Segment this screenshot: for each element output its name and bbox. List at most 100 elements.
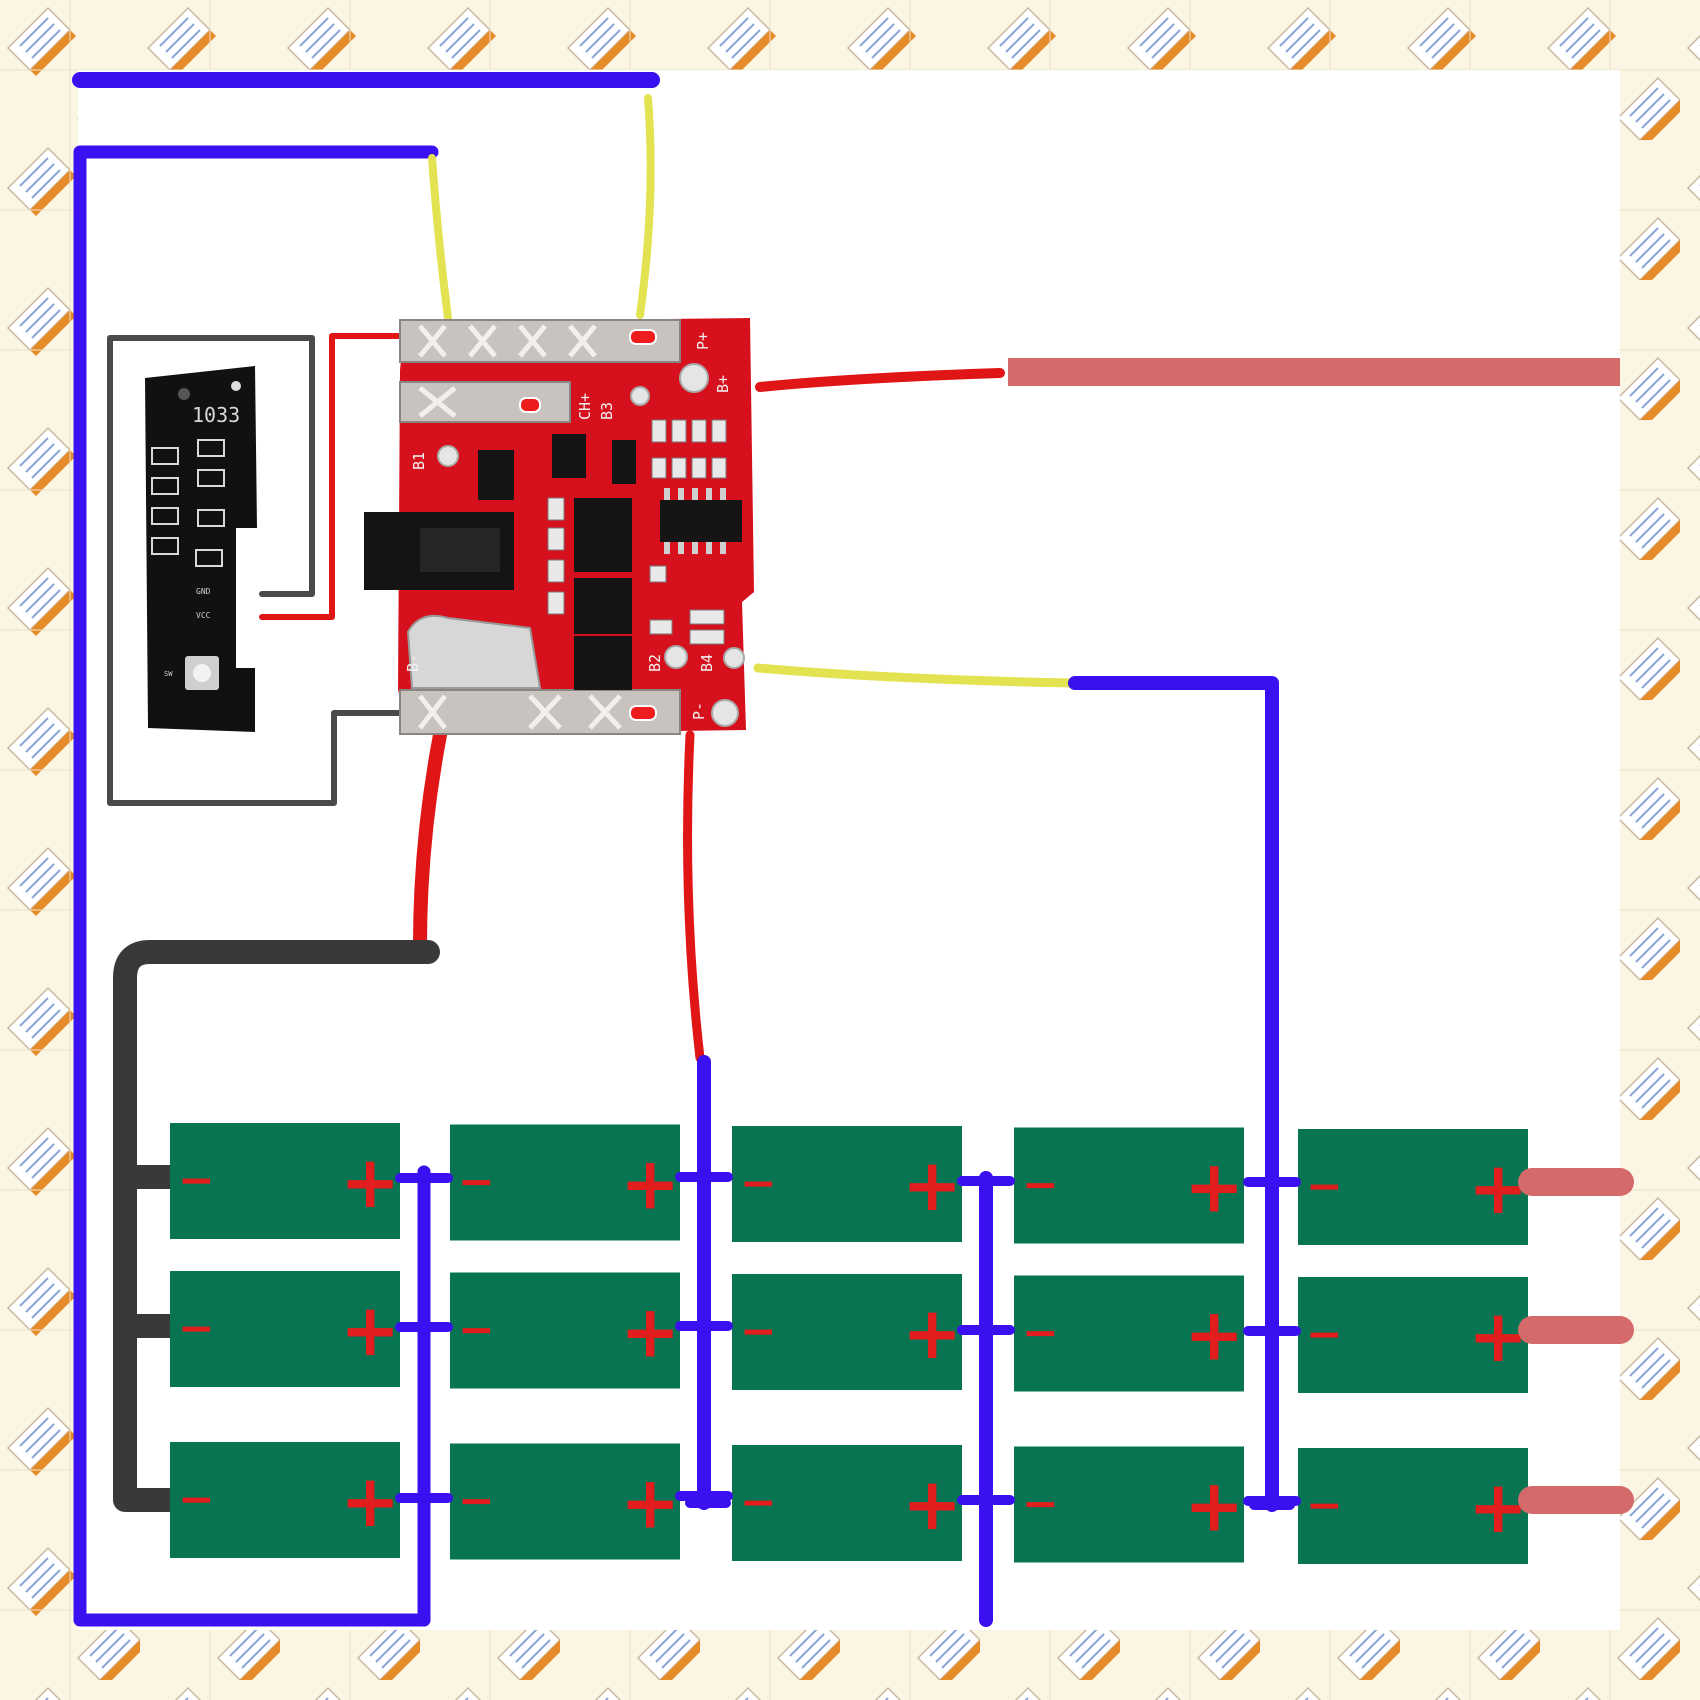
label-b3: B3 xyxy=(598,402,616,420)
cell-minus-mark: − xyxy=(458,1476,495,1527)
solder-pads xyxy=(437,363,745,727)
cell-minus-mark: − xyxy=(740,1477,777,1528)
cell-plus-mark: + xyxy=(902,1291,962,1375)
battery-cell: −+ xyxy=(1014,1127,1244,1244)
smd-components xyxy=(547,419,727,645)
cell-plus-mark: + xyxy=(902,1143,962,1227)
second-terminal xyxy=(399,381,571,423)
battery-cell-body xyxy=(170,1271,400,1387)
cell-minus-mark: − xyxy=(1022,1160,1059,1211)
red-wire-b-minus xyxy=(413,728,447,952)
cell-plus-mark: + xyxy=(1184,1145,1244,1229)
battery-cell-body xyxy=(450,1272,680,1389)
top-terminal-springs xyxy=(418,324,597,358)
label-b2: B2 xyxy=(646,654,664,672)
battery-cell-body xyxy=(450,1443,680,1560)
cell-plus-mark: + xyxy=(620,1290,680,1374)
cell-plus-mark: + xyxy=(1184,1464,1244,1548)
label-p-minus: P- xyxy=(690,702,708,720)
blue-bus-right xyxy=(1068,676,1279,1512)
cell-plus-mark: + xyxy=(902,1462,962,1546)
battery-cell: −+ xyxy=(1014,1275,1244,1392)
led-icon xyxy=(197,439,225,457)
battery-cell: −+ xyxy=(732,1445,962,1561)
black-bus xyxy=(113,940,440,1512)
battery-cell-body xyxy=(732,1274,962,1390)
diagram-canvas xyxy=(78,70,1620,1630)
bottom-terminal-springs xyxy=(418,694,622,730)
cell-plus-mark: + xyxy=(340,1288,400,1372)
cell-minus-mark: − xyxy=(178,1474,215,1525)
cell-minus-mark: − xyxy=(178,1155,215,1206)
label-b1: B1 xyxy=(410,452,428,470)
led-board-leds xyxy=(151,439,225,567)
battery-cell-body xyxy=(1298,1129,1528,1245)
led-icon xyxy=(197,469,225,487)
cell-minus-mark: − xyxy=(1306,1161,1343,1212)
wires xyxy=(72,72,1620,1627)
battery-cell: −+ xyxy=(450,1443,680,1560)
led-icon xyxy=(629,329,657,345)
cell-plus-mark: + xyxy=(1468,1294,1528,1378)
red-wire-led xyxy=(259,333,415,620)
cell-plus-mark: + xyxy=(340,1459,400,1543)
led-icon xyxy=(519,397,541,413)
cell-minus-mark: − xyxy=(458,1305,495,1356)
cell-minus-mark: − xyxy=(1306,1480,1343,1531)
battery-cell: −+ xyxy=(450,1272,680,1389)
led-icon xyxy=(151,507,179,525)
cell-plus-mark: + xyxy=(620,1461,680,1545)
mosfet-3 xyxy=(574,636,632,690)
battery-cell: −+ xyxy=(732,1274,962,1390)
battery-cell-body xyxy=(170,1442,400,1558)
led-indicator-board: 1033 GND VCC SW xyxy=(145,366,257,732)
cell-plus-mark: + xyxy=(340,1140,400,1224)
battery-cell-body xyxy=(1014,1275,1244,1392)
grey-wire-led-1 xyxy=(107,335,413,806)
battery-cell-body xyxy=(1014,1127,1244,1244)
label-b4: B4 xyxy=(698,654,716,672)
led-icon xyxy=(197,509,225,527)
bms-ic-pins xyxy=(664,488,726,554)
b-minus-pad xyxy=(406,614,542,689)
battery-cell-body xyxy=(170,1123,400,1239)
led-icon xyxy=(151,537,179,555)
led-icon xyxy=(629,705,657,721)
bms-ic xyxy=(660,500,742,542)
label-b-plus: B+ xyxy=(714,375,732,393)
led-switch-label: SW xyxy=(164,670,173,678)
led-icon xyxy=(195,549,223,567)
battery-cell-body xyxy=(450,1124,680,1241)
battery-cell: −+ xyxy=(1298,1129,1528,1245)
output-stubs xyxy=(1518,1168,1634,1514)
cell-minus-mark: − xyxy=(1306,1309,1343,1360)
led-icon xyxy=(151,477,179,495)
battery-cell: −+ xyxy=(1298,1277,1528,1393)
push-button-cap xyxy=(193,664,211,682)
battery-cell: −+ xyxy=(170,1271,400,1387)
cell-links xyxy=(395,1172,1301,1506)
cell-minus-mark: − xyxy=(178,1303,215,1354)
battery-cell: −+ xyxy=(450,1124,680,1241)
battery-cell-body xyxy=(1298,1277,1528,1393)
cell-plus-mark: + xyxy=(1468,1465,1528,1549)
yellow-wire-b4 xyxy=(753,663,1080,688)
label-p-plus: P+ xyxy=(694,332,712,350)
dc-jack-inner xyxy=(420,528,500,572)
led-pin-label-gnd: GND xyxy=(196,587,211,596)
battery-cell-body xyxy=(1298,1448,1528,1564)
cell-minus-mark: − xyxy=(1022,1479,1059,1530)
cell-minus-mark: − xyxy=(458,1157,495,1208)
battery-cell: −+ xyxy=(732,1126,962,1242)
led-board-hole-2 xyxy=(231,381,241,391)
led-icon xyxy=(151,447,179,465)
label-ch-plus: CH+ xyxy=(576,393,594,420)
cell-plus-mark: + xyxy=(1184,1293,1244,1377)
battery-cell-body xyxy=(732,1126,962,1242)
battery-cell-body xyxy=(1014,1446,1244,1563)
red-wire-mid xyxy=(683,730,705,1063)
led-board-model: 1033 xyxy=(192,403,240,427)
led-board-hole-1 xyxy=(178,388,190,400)
second-terminal-springs xyxy=(418,386,457,418)
